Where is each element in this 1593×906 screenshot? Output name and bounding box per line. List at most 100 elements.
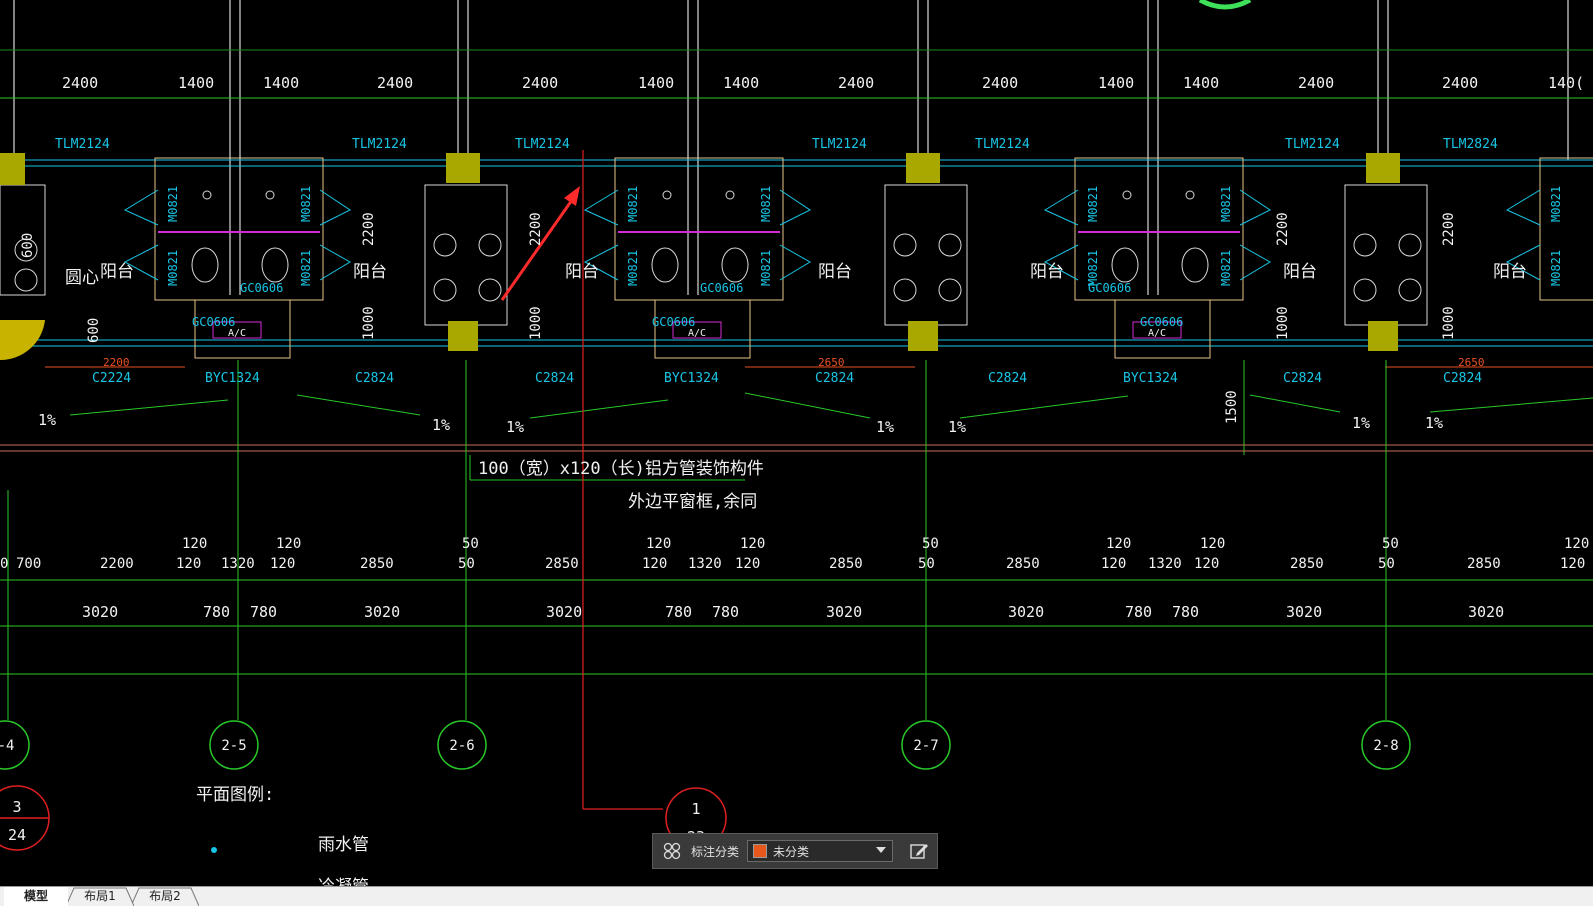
axis-label: 2-5: [221, 738, 246, 754]
svg-text:780: 780: [665, 603, 692, 621]
slope-labels: 1% 1% 1% 1% 1% 1% 1%: [38, 411, 1443, 436]
vert-dim: 2200: [528, 212, 544, 246]
svg-text:1320: 1320: [221, 556, 255, 572]
dim-top: 1400: [263, 74, 299, 92]
red-arrow-annotation: [500, 186, 580, 301]
window-label: C2824: [355, 371, 394, 386]
svg-text:50: 50: [918, 556, 935, 572]
tab-model[interactable]: 模型: [4, 887, 68, 906]
vert-dim: 1000: [361, 306, 377, 340]
legend: 平面图例: 雨水管 冷凝管: [196, 785, 369, 886]
axis-label: -4: [0, 738, 14, 754]
tlm-label: TLM2124: [1285, 137, 1340, 152]
door-label: M0821: [1219, 186, 1233, 222]
slope-arrows: [0, 360, 1593, 675]
svg-text:2200: 2200: [100, 556, 134, 572]
vertical-walls: [13, 0, 1569, 295]
category-selected-value: 未分类: [773, 844, 810, 859]
svg-text:780: 780: [712, 603, 739, 621]
gc-label: GC0606: [192, 315, 235, 329]
svg-text:120: 120: [270, 556, 295, 572]
round-column: [0, 320, 45, 361]
gc-label: GC0606: [1140, 315, 1183, 329]
category-select[interactable]: 未分类: [747, 840, 894, 862]
door-label: M0821: [1086, 186, 1100, 222]
magenta-partitions: [158, 231, 1240, 339]
balcony-label: 阳台: [1493, 262, 1527, 282]
svg-text:3: 3: [12, 798, 21, 816]
wall-band: [0, 159, 1593, 347]
gc-label: GC0606: [652, 315, 695, 329]
small-dim: 2650: [1458, 356, 1485, 369]
dim-top: 1400: [638, 74, 674, 92]
door-swings: [123, 189, 1541, 281]
small-dims: 2200 2650 2650: [103, 356, 1485, 369]
svg-text:1320: 1320: [688, 556, 722, 572]
gc-label: GC0606: [240, 281, 283, 295]
vert-dim: 2200: [1441, 212, 1457, 246]
tlm-label: TLM2124: [975, 137, 1030, 152]
axis-bubbles: [0, 720, 1411, 770]
svg-text:120: 120: [1194, 556, 1219, 572]
svg-text:3020: 3020: [826, 603, 862, 621]
dim-top: 2400: [1298, 74, 1334, 92]
dim-top: 1400: [1183, 74, 1219, 92]
svg-text:3020: 3020: [546, 603, 582, 621]
axis-label: 2-7: [913, 738, 938, 754]
window-labels: C2224 BYC1324 C2824 C2824 BYC1324 C2824 …: [92, 371, 1482, 386]
svg-text:700: 700: [16, 556, 41, 572]
window-label: C2824: [535, 371, 574, 386]
tab-layout2[interactable]: 布局2: [131, 887, 199, 906]
balcony-label: 阳台: [1283, 262, 1317, 282]
door-label: M0821: [299, 186, 313, 222]
notes: 100（宽）x120（长)铝方管装饰构件 外边平窗框,余同: [478, 459, 764, 512]
svg-text:1320: 1320: [1148, 556, 1182, 572]
dim-top: 2400: [1442, 74, 1478, 92]
top-dims: 2400 1400 1400 2400 2400 1400 1400 2400 …: [62, 74, 1584, 92]
legend-item: 雨水管: [318, 835, 369, 855]
door-label: M0821: [759, 186, 773, 222]
tlm-label: TLM2824: [1443, 137, 1498, 152]
slope-label: 1%: [876, 418, 894, 436]
balcony-label: 阳台: [565, 262, 599, 282]
vert-dim: 2200: [361, 212, 377, 246]
center-label: 圆心: [65, 268, 99, 288]
svg-text:120: 120: [1200, 536, 1225, 552]
svg-text:120: 120: [1560, 556, 1585, 572]
small-dim: 2650: [818, 356, 845, 369]
window-label: C2224: [92, 371, 131, 386]
svg-text:0: 0: [0, 556, 8, 572]
ac-labels: A/C A/C A/C: [228, 328, 1166, 339]
balcony-labels: 阳台 阳台 阳台 阳台 阳台 阳台 阳台 圆心: [65, 262, 1527, 288]
svg-text:780: 780: [250, 603, 277, 621]
dim-top: 1400: [178, 74, 214, 92]
door-label: M0821: [299, 250, 313, 286]
cad-drawing-canvas[interactable]: 2400 1400 1400 2400 2400 1400 1400 2400 …: [0, 0, 1593, 886]
door-label: M0821: [166, 250, 180, 286]
svg-text:780: 780: [1172, 603, 1199, 621]
ac-label: A/C: [228, 328, 246, 339]
edit-icon[interactable]: [907, 839, 931, 863]
dim-top: 1400: [723, 74, 759, 92]
door-label: M0821: [1549, 186, 1563, 222]
window-label: BYC1324: [1123, 371, 1178, 386]
chevron-down-icon: [876, 847, 887, 853]
tlm-label: TLM2124: [55, 137, 110, 152]
dim-top: 2400: [838, 74, 874, 92]
svg-text:120: 120: [646, 536, 671, 552]
tlm-label: TLM2124: [812, 137, 867, 152]
svg-text:120: 120: [182, 536, 207, 552]
ac-label: A/C: [688, 328, 706, 339]
window-label: C2824: [1443, 371, 1482, 386]
small-dim: 2200: [103, 356, 130, 369]
gc-label: GC0606: [700, 281, 743, 295]
svg-text:780: 780: [203, 603, 230, 621]
svg-text:2850: 2850: [1467, 556, 1501, 572]
category-grid-icon[interactable]: [661, 840, 683, 862]
tab-layout1[interactable]: 布局1: [66, 887, 134, 906]
layout-tab-bar: 布局2 布局1 模型: [0, 886, 1593, 906]
svg-text:120: 120: [740, 536, 765, 552]
dim-top: 140(: [1548, 74, 1584, 92]
window-label: C2824: [988, 371, 1027, 386]
top-dimension-line: [0, 49, 1593, 99]
